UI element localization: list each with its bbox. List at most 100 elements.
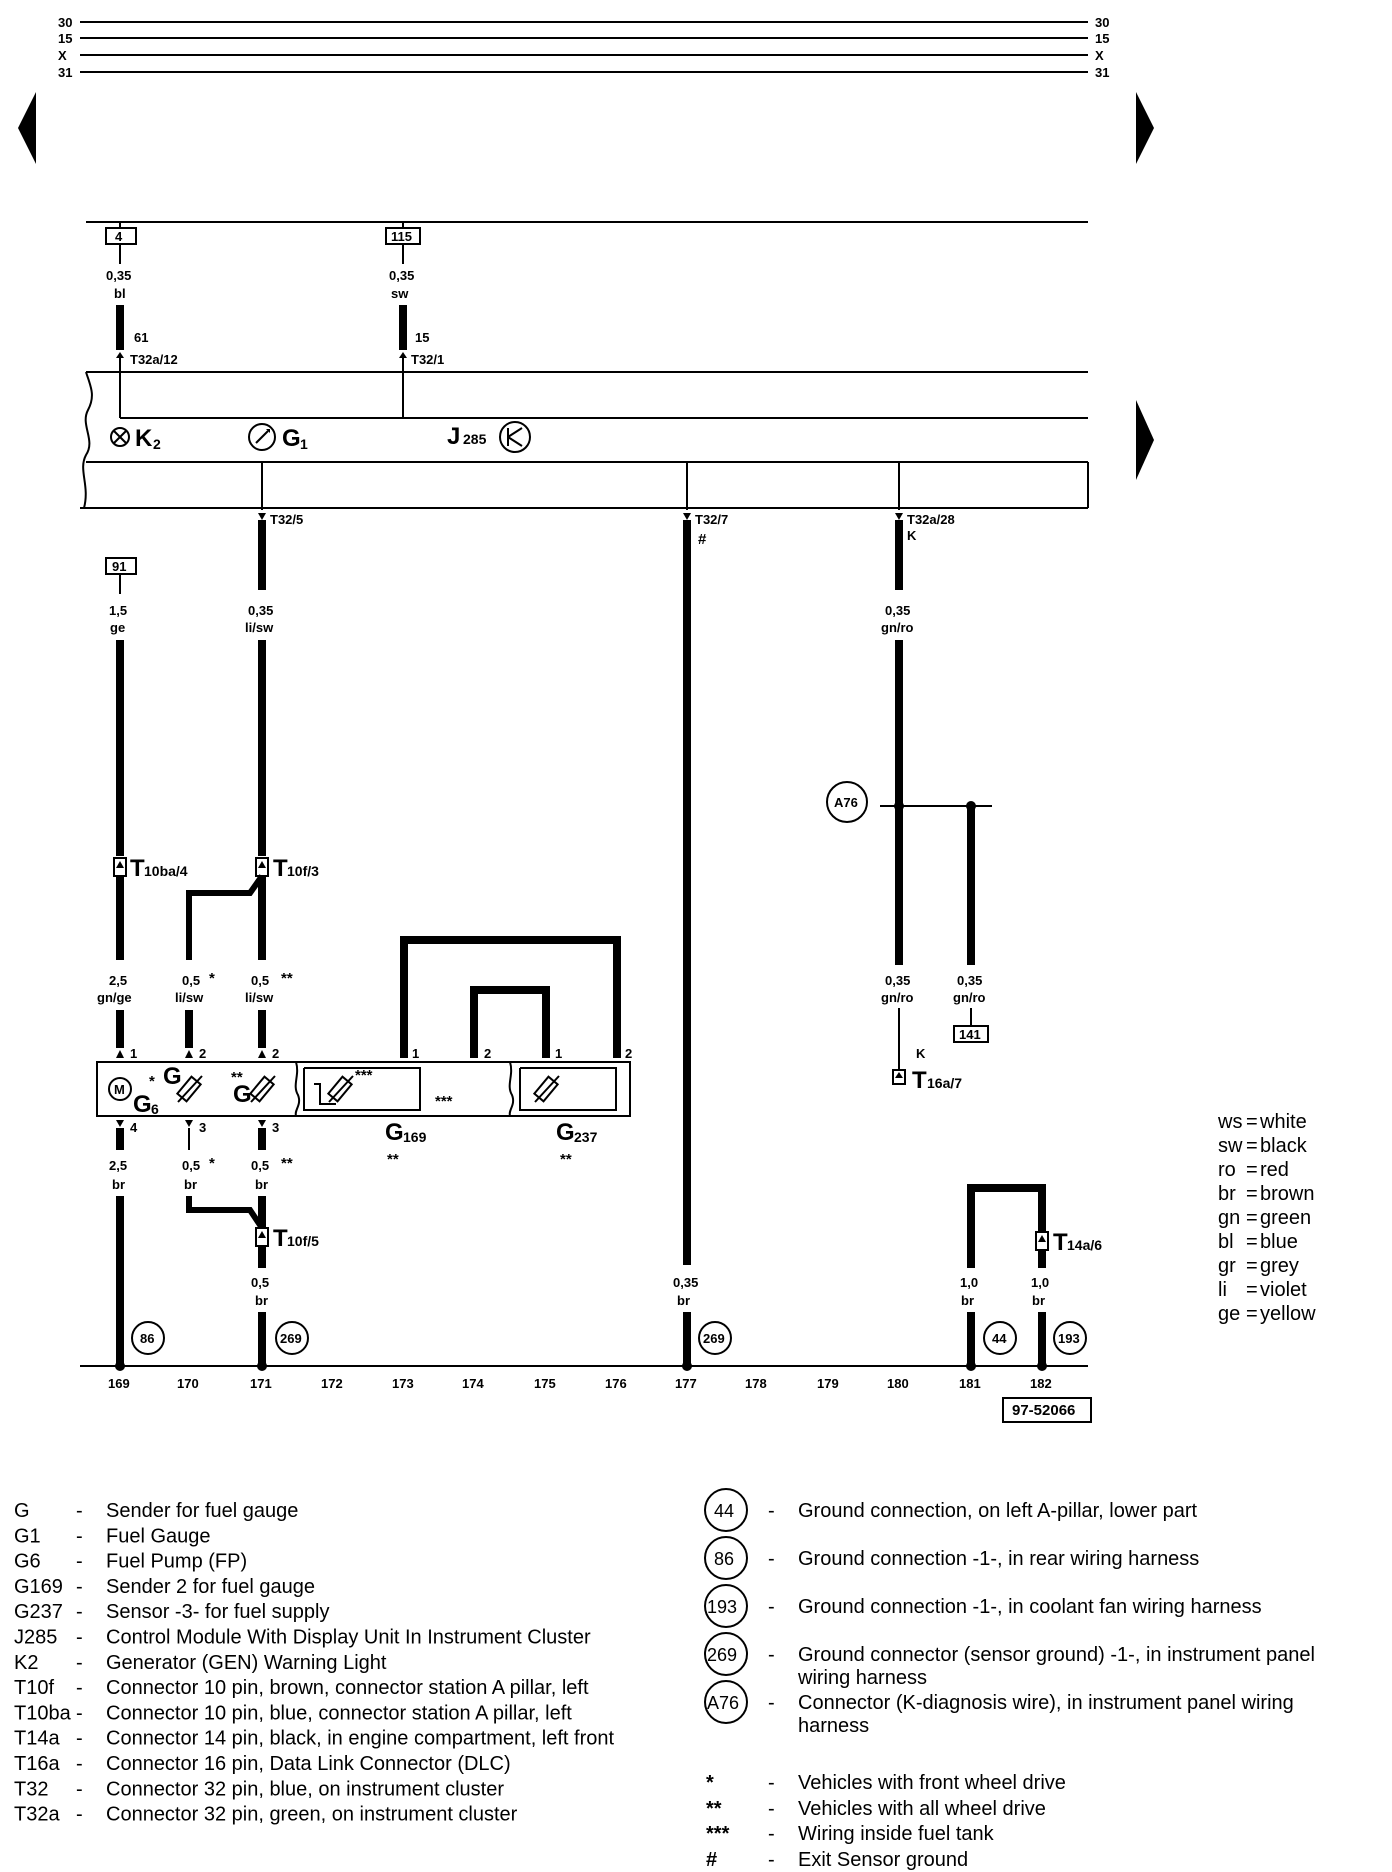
- legend-dash: -: [768, 1798, 775, 1820]
- equals-glyph: =: [1246, 1303, 1258, 1325]
- a76-label: A76: [834, 795, 858, 810]
- wire-size: 1,0: [1031, 1275, 1049, 1290]
- color-code: ro: [1218, 1159, 1236, 1181]
- color-name: green: [1260, 1207, 1311, 1229]
- connector-t10f-3: T 10f/3: [255, 855, 319, 882]
- j285-control-module: J 285: [447, 421, 531, 453]
- legend-desc: Sender for fuel gauge: [106, 1500, 298, 1522]
- ref-box-label: 4: [115, 229, 123, 244]
- color-name: white: [1259, 1111, 1307, 1133]
- wire-169-bot: 2,5 br: [109, 1128, 127, 1366]
- wire-size: 0,35: [885, 603, 910, 618]
- wire-170-bot: 0,5 * br: [182, 1128, 265, 1230]
- connector-arrow-icon: [116, 861, 124, 868]
- legend-dash: -: [768, 1823, 775, 1845]
- component-mark: *: [149, 1073, 155, 1090]
- ground-label: 44: [992, 1331, 1007, 1346]
- wire-connector: T32/1: [411, 352, 444, 367]
- ground-269-b: 269: [698, 1321, 732, 1355]
- equals-glyph: =: [1246, 1159, 1258, 1181]
- footnote-symbol: #: [706, 1849, 717, 1871]
- wire-color: br: [112, 1177, 125, 1192]
- color-code: gn: [1218, 1207, 1240, 1229]
- connector-arrow-icon: [1038, 1235, 1046, 1242]
- legend-dash: -: [768, 1548, 775, 1570]
- ref-box-label: 141: [959, 1027, 981, 1042]
- wire-color: br: [184, 1177, 197, 1192]
- pin-number: 3: [199, 1120, 206, 1135]
- prev-page-arrow-icon[interactable]: [18, 92, 36, 164]
- connector-t10ba-4: T 10ba/4: [113, 855, 188, 882]
- connector-sub: 10f/3: [287, 863, 319, 879]
- wire-color: br: [255, 1177, 268, 1192]
- equals-glyph: =: [1246, 1207, 1258, 1229]
- diagram-id-box: 97-52066: [1002, 1397, 1092, 1423]
- component-mark: **: [387, 1151, 399, 1168]
- wire-size: 0,5: [182, 1158, 200, 1173]
- wire-size: 0,5: [251, 1158, 269, 1173]
- wire-connector: T32a/28: [907, 512, 955, 527]
- legend-desc: Sender 2 for fuel gauge: [106, 1576, 315, 1598]
- wire-size: 0,35: [389, 268, 414, 283]
- connector-arrow-icon: [258, 513, 266, 520]
- ref-box-4: 4: [105, 222, 137, 245]
- legend-desc: Connector 16 pin, Data Link Connector (D…: [106, 1753, 511, 1775]
- wire-color: br: [961, 1293, 974, 1308]
- wire-color: li/sw: [245, 990, 274, 1005]
- pin-number: 2: [199, 1046, 206, 1061]
- component-sub: 6: [151, 1101, 159, 1117]
- wire-color: br: [1032, 1293, 1045, 1308]
- legend-code: 44: [714, 1501, 734, 1521]
- color-code: ge: [1218, 1303, 1240, 1325]
- connector-arrow-icon: [258, 1231, 266, 1238]
- wire-k2-input: 0,35 bl 61 T32a/12: [106, 244, 178, 418]
- wire-pin: 61: [134, 330, 148, 345]
- bus-label-left: 15: [58, 31, 72, 46]
- connector-arrow-icon: [258, 861, 266, 868]
- wire-size: 1,0: [960, 1275, 978, 1290]
- column-number: 182: [1030, 1376, 1052, 1391]
- wire-connector: T32a/12: [130, 352, 178, 367]
- ground-label: 86: [140, 1331, 154, 1346]
- legend-desc: Connector 10 pin, blue, connector statio…: [106, 1702, 572, 1724]
- legend-code: T32a: [14, 1804, 60, 1826]
- gauge-icon: [248, 423, 276, 451]
- component-mark: **: [231, 1069, 243, 1086]
- equals-glyph: =: [1246, 1183, 1258, 1205]
- component-label: G: [385, 1119, 404, 1146]
- wire-color: br: [255, 1293, 268, 1308]
- bus-lines: 30 30 15 15 X X 31 31: [58, 15, 1109, 80]
- legend-code: G6: [14, 1551, 41, 1573]
- legend-dash: -: [76, 1525, 83, 1547]
- g6-fuel-pump: M G 6: [108, 1077, 159, 1118]
- legend-dash: -: [768, 1772, 775, 1794]
- wiring-inside-tank-mark: ***: [435, 1093, 453, 1110]
- legend-desc: Ground connection -1-, in coolant fan wi…: [798, 1596, 1262, 1618]
- ground-label: 193: [1058, 1331, 1080, 1346]
- wire-size: 0,35: [957, 973, 982, 988]
- bus-label-right: 15: [1095, 31, 1109, 46]
- legend-desc: Generator (GEN) Warning Light: [106, 1652, 387, 1674]
- next-page-arrow-icon[interactable]: [1136, 92, 1154, 164]
- bus-line-30: 30 30: [58, 15, 1109, 30]
- wire-color: bl: [114, 286, 126, 301]
- continue-arrow-icon[interactable]: [1136, 400, 1154, 480]
- legend-desc: Connector 32 pin, green, on instrument c…: [106, 1804, 518, 1826]
- pin-number: 3: [272, 1120, 279, 1135]
- wire-color: ge: [110, 620, 125, 635]
- connector-label: T: [273, 1225, 288, 1252]
- column-number: 170: [177, 1376, 199, 1391]
- legend-desc: Connector 14 pin, black, in engine compa…: [106, 1728, 615, 1750]
- g1-fuel-gauge: G 1: [248, 423, 308, 452]
- connector-label: T: [1053, 1229, 1068, 1256]
- component-label: G: [163, 1063, 182, 1090]
- connector-arrow-icon: [895, 1072, 903, 1078]
- legend-ground-icon: [704, 1680, 748, 1724]
- wire-size: 0,35: [248, 603, 273, 618]
- wire-size: 2,5: [109, 1158, 127, 1173]
- footnote-symbol: ***: [706, 1823, 730, 1845]
- component-label: J: [447, 423, 460, 450]
- column-number: 169: [108, 1376, 130, 1391]
- component-label: G: [133, 1091, 152, 1118]
